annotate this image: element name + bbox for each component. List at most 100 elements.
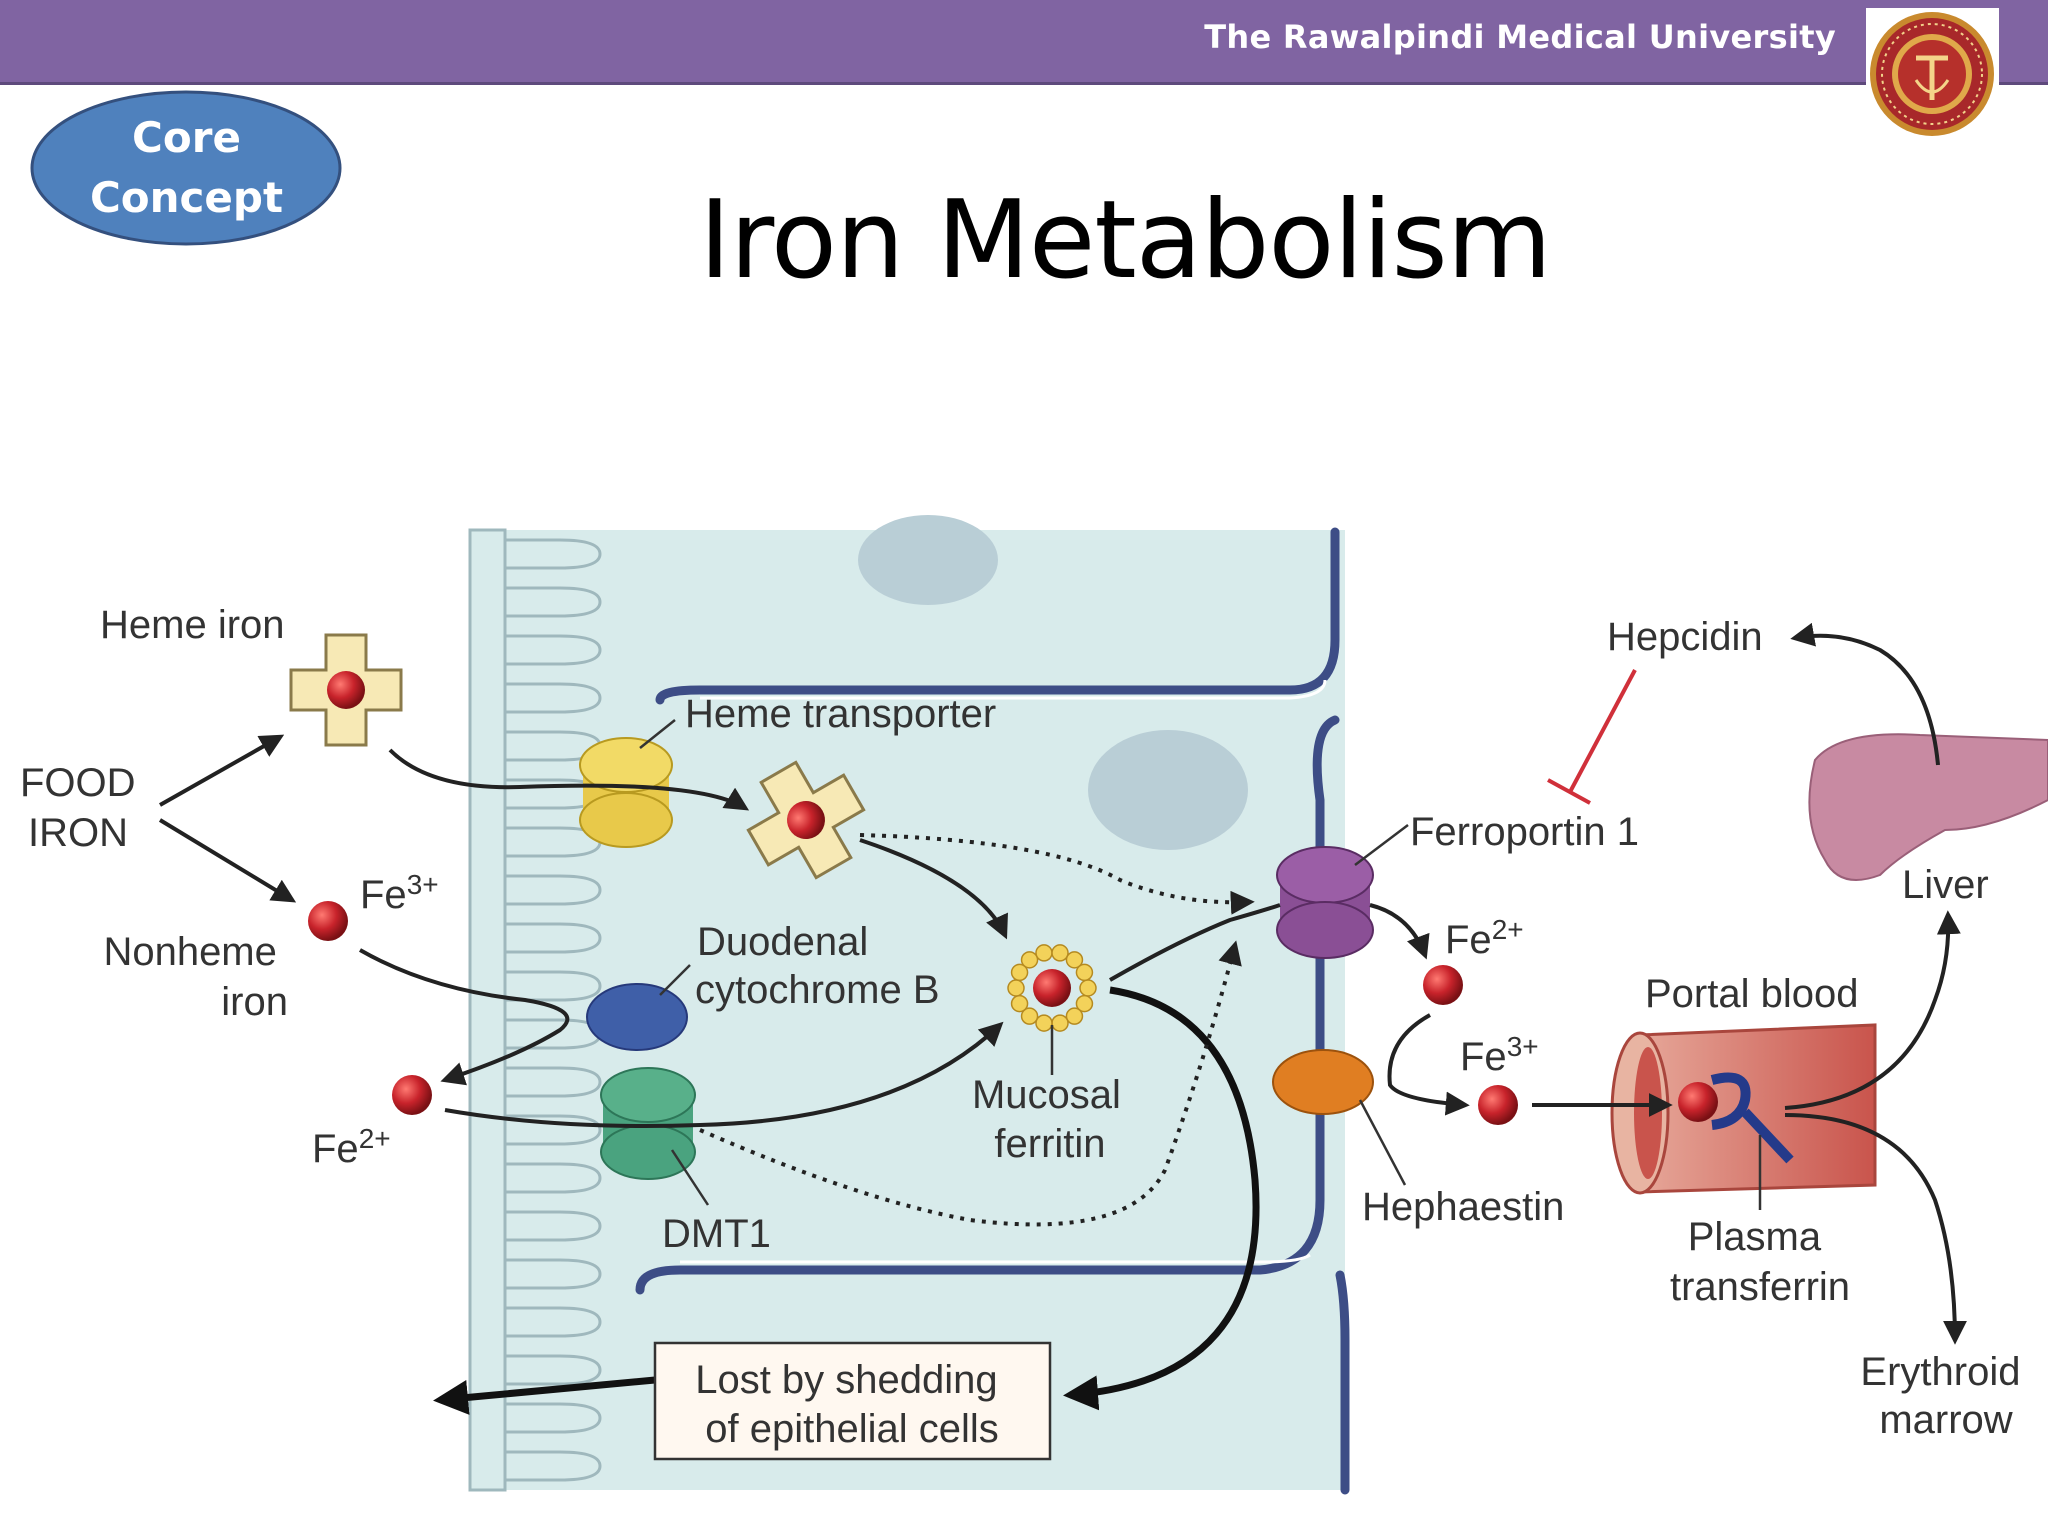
dotted-pathways: [699, 833, 1255, 1227]
leader-heme-transporter: [639, 719, 676, 749]
fe3-oxidized-dot: [1478, 1085, 1518, 1125]
label-cytb-line1: Duodenal: [697, 920, 868, 964]
nucleus-middle: [1088, 730, 1248, 850]
label-ferroportin: Ferroportin 1: [1410, 810, 1639, 854]
arrow-ferroportin-out: [1369, 903, 1430, 960]
label-food-iron-line1: FOOD: [20, 761, 136, 805]
leader-dmt1: [670, 1149, 710, 1206]
ferritin-subunit: [1010, 994, 1029, 1013]
fe3-nonheme-dot: [308, 901, 348, 941]
arrow-heme-to-ferritin: [859, 838, 1008, 940]
leader-cytochrome-b: [659, 964, 691, 996]
label-fe3-nonheme: Fe3+: [360, 869, 439, 917]
label-erythroid-marrow: Erythroid marrow: [1860, 1350, 2031, 1442]
fe-charge-3: 3+: [1507, 1031, 1539, 1062]
liver-organ: [1808, 733, 2048, 881]
label-heme-transporter: Heme transporter: [685, 692, 996, 736]
heme-cross-left: [289, 633, 403, 747]
ferritin-subunit: [1035, 944, 1053, 962]
core-concept-label: Core Concept: [30, 108, 343, 228]
fe2-reduced-dot: [392, 1075, 432, 1115]
mucosal-ferritin-complex: [1007, 944, 1097, 1032]
pathway-arrows: [158, 622, 1967, 1345]
label-nonheme-line2: iron: [221, 980, 288, 1024]
label-transferrin-line1: Plasma: [1688, 1215, 1822, 1259]
label-mucosal-ferritin: Mucosal ferritin: [972, 1073, 1132, 1166]
ferritin-subunit: [1075, 963, 1094, 982]
label-shedding-line2: of epithelial cells: [705, 1407, 999, 1451]
label-transferrin-line2: transferrin: [1670, 1265, 1850, 1309]
label-portal-blood: Portal blood: [1645, 972, 1858, 1016]
label-shedding-line1: Lost by shedding: [695, 1358, 997, 1402]
shedding-box: [653, 1341, 1052, 1461]
fe2-exported-dot: [1423, 965, 1463, 1005]
label-fe3-oxidized: Fe3+: [1460, 1031, 1539, 1079]
label-food-iron-line2: IRON: [28, 811, 128, 855]
ferroportin-protein: [1276, 846, 1374, 959]
ferritin-subunit: [1010, 963, 1029, 982]
label-nonheme-iron: Nonheme iron: [103, 930, 288, 1024]
label-fe2-reduced: Fe2+: [312, 1123, 391, 1171]
label-dmt1: DMT1: [662, 1212, 771, 1256]
heme-cross-cell: [746, 760, 866, 880]
nucleus-upper: [858, 515, 998, 605]
label-hephaestin: Hephaestin: [1362, 1185, 1564, 1229]
label-liver: Liver: [1902, 863, 1989, 907]
label-plasma-transferrin: Plasma transferrin: [1670, 1215, 1850, 1309]
cell-membranes: [635, 527, 1350, 1495]
ferritin-subunit: [1007, 979, 1025, 997]
label-ferritin-line1: Mucosal: [972, 1073, 1121, 1117]
fe-charge-3: 3+: [407, 869, 439, 900]
ferritin-subunit: [1065, 951, 1084, 969]
ferritin-subunit: [1051, 1014, 1069, 1032]
label-fe2-exported: Fe2+: [1445, 914, 1524, 962]
label-hepcidin: Hepcidin: [1607, 615, 1763, 659]
label-nonheme-line1: Nonheme: [103, 930, 276, 974]
label-heme-iron: Heme iron: [100, 603, 285, 647]
fe-charge-2: 2+: [359, 1123, 391, 1154]
ferritin-iron-core: [1033, 969, 1071, 1007]
university-logo: [1866, 8, 1999, 141]
arrow-heme-into-cell: [388, 748, 750, 811]
label-food-iron: FOOD IRON: [20, 761, 147, 855]
label-marrow-line1: Erythroid: [1860, 1350, 2020, 1394]
hephaestin-protein: [1272, 1049, 1374, 1115]
ferritin-subunit: [1035, 1014, 1053, 1032]
duodenal-cytochrome-b-protein: [586, 983, 688, 1051]
arrow-blood-to-marrow: [1784, 1113, 1967, 1345]
fe-symbol: Fe: [360, 873, 407, 917]
label-marrow-line2: marrow: [1879, 1398, 2012, 1442]
ferritin-subunit: [1020, 951, 1039, 969]
arrow-shedding-out: [433, 1376, 656, 1415]
core-concept-badge: [30, 90, 342, 246]
fe-symbol: Fe: [1460, 1035, 1507, 1079]
label-lost-by-shedding: Lost by shedding of epithelial cells: [695, 1358, 1009, 1451]
hepcidin-inhibition: [1547, 669, 1637, 805]
slide-title: Iron Metabolism: [698, 178, 1552, 303]
cell-membrane-highlights: [680, 679, 1327, 1264]
arrow-food-to-heme: [159, 734, 285, 807]
label-cytb-line2: cytochrome B: [695, 968, 940, 1012]
arrow-nonheme-reduction: [359, 948, 570, 1086]
leader-hephaestin: [1358, 1099, 1407, 1186]
label-duodenal-cytochrome-b: Duodenal cytochrome B: [695, 920, 940, 1012]
leader-lines: [639, 719, 1762, 1210]
ferritin-subunit: [1079, 979, 1097, 997]
fe-symbol: Fe: [312, 1127, 359, 1171]
badge-line-1: Core: [132, 113, 241, 162]
arrow-food-to-nonheme: [158, 818, 297, 903]
heme-transporter-protein: [579, 737, 673, 848]
arrow-blood-to-liver: [1784, 910, 1961, 1110]
fe-symbol: Fe: [1445, 918, 1492, 962]
arrow-fe2-to-fe3: [1387, 1013, 1470, 1116]
ferritin-subunit: [1075, 994, 1094, 1013]
fe-charge-2: 2+: [1492, 914, 1524, 945]
header-bar: The Rawalpindi Medical University: [0, 0, 2048, 85]
ferritin-subunit: [1051, 944, 1069, 962]
ferritin-subunit: [1020, 1007, 1039, 1025]
arrow-dmt1-to-ferritin: [444, 1021, 1004, 1128]
badge-line-2: Concept: [89, 173, 284, 222]
arrow-liver-to-hepcidin: [1790, 622, 1940, 766]
label-ferritin-line2: ferritin: [994, 1122, 1105, 1166]
